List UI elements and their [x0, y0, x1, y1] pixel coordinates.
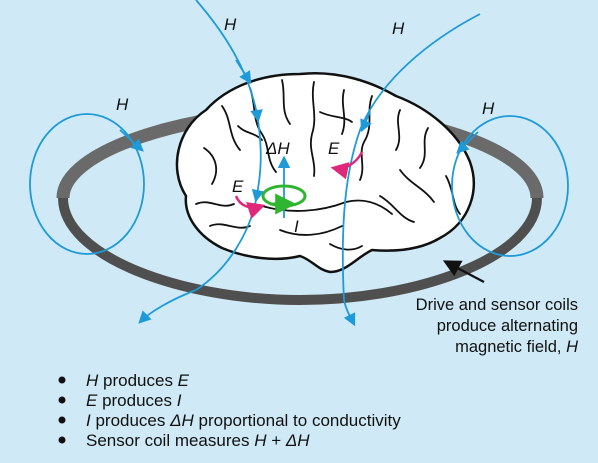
label-current: I — [294, 217, 299, 236]
caption-line-3: magnetic field, H — [455, 338, 578, 356]
bullet-item: I produces ΔH proportional to conductivi… — [59, 411, 402, 430]
caption-line-1: Drive and sensor coils — [416, 296, 578, 314]
svg-text:H produces E: H produces E — [86, 371, 190, 390]
field-line-bottom-left — [140, 290, 196, 322]
bullet-list: H produces E E produces I I produces ΔH … — [59, 371, 402, 450]
svg-text:E produces I: E produces I — [86, 391, 182, 410]
bullet-item: E produces I — [59, 391, 182, 410]
label-h-top-left: H — [224, 15, 237, 34]
brain-outline — [177, 73, 474, 272]
label-e-upper: E — [328, 139, 340, 158]
brain-illustration — [177, 73, 474, 272]
label-h-top-right: H — [392, 19, 405, 38]
field-loop-left — [30, 114, 144, 254]
svg-text:I produces ΔH proportional to: I produces ΔH proportional to conductivi… — [86, 411, 401, 430]
coil-caption: Drive and sensor coils produce alternati… — [416, 296, 578, 356]
svg-text:Sensor coil measures H + ΔH: Sensor coil measures H + ΔH — [86, 431, 310, 450]
field-line-bottom-mid — [344, 300, 354, 324]
bullet-item: H produces E — [59, 371, 190, 390]
label-h-right: H — [482, 99, 495, 118]
label-e-lower: E — [232, 177, 244, 196]
label-delta-h: ΔH — [265, 139, 290, 158]
label-h-left: H — [116, 95, 129, 114]
bullet-item: Sensor coil measures H + ΔH — [59, 431, 311, 450]
caption-line-2: produce alternating — [437, 317, 578, 335]
field-line-top-left-arrow — [236, 60, 250, 82]
